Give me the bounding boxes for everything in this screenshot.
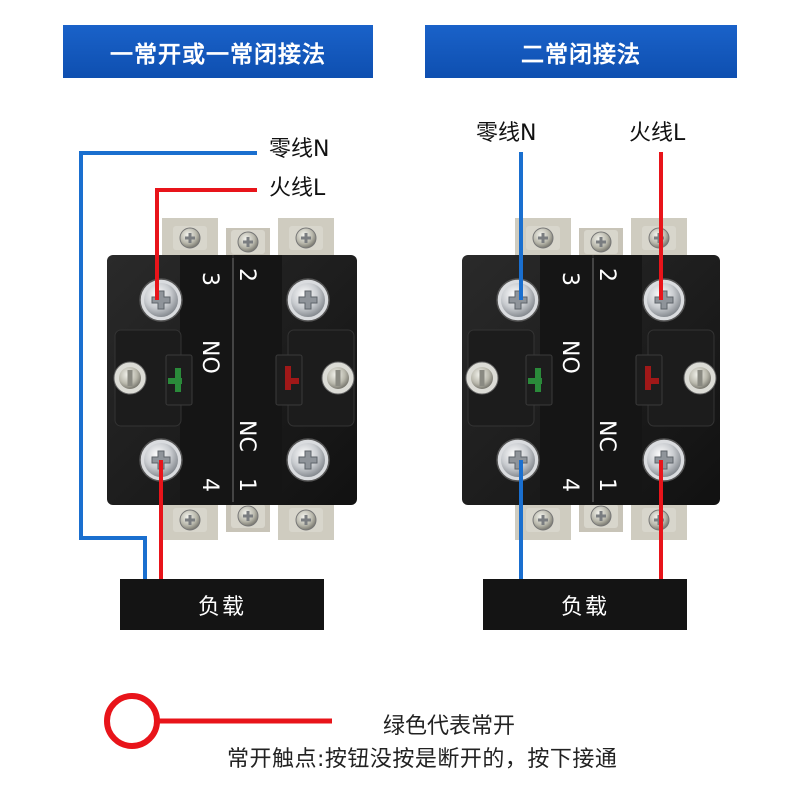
terminal-screw-2 [286,278,330,322]
live-label-left: 火线L [269,176,326,201]
legend-marker [104,693,332,749]
legend-title: 绿色代表常开 [383,714,516,739]
terminal-label-4-right: 4 [557,478,582,492]
legend-description: 常开触点:按钮没按是断开的，按下接通 [227,747,618,772]
terminal-screw-1 [286,438,330,482]
terminal-label-2-right: 2 [594,268,619,282]
live-wire-left-top [155,188,257,300]
side-screw-right [321,361,355,395]
mounting-hardware-top [162,218,334,258]
mounting-hardware-top-right [515,218,687,258]
neutral-wire-left [79,151,257,580]
side-screw-left-r [465,361,499,395]
no-label: NO [197,340,222,374]
terminal-label-3-right: 3 [557,272,582,286]
contact-block-right: 3 NO 2 NC 4 1 [462,152,720,580]
load-box-left: 负载 [120,579,324,630]
terminal-screw-3 [139,278,183,322]
neutral-label-left: 零线N [269,137,330,162]
side-screw-left [113,361,147,395]
terminal-screw-1-right [642,438,686,482]
terminal-screw-4-right [496,438,540,482]
legend-circle-icon [104,693,160,749]
left-panel-title: 一常开或一常闭接法 [63,25,373,78]
terminal-label-1: 1 [234,478,259,492]
terminal-screw-3-right [496,278,540,322]
terminal-label-2: 2 [234,268,259,282]
terminal-label-1-right: 1 [594,478,619,492]
mounting-hardware-bottom [162,500,334,540]
nc-label: NC [234,420,259,452]
contact-block-left: 3 NO 2 NC 4 1 [79,151,357,580]
side-screw-right-r [683,361,717,395]
nc-label-right: NC [594,420,619,452]
right-panel-title: 二常闭接法 [425,25,737,78]
neutral-label-right: 零线N [476,121,537,146]
terminal-screw-2-right [642,278,686,322]
terminal-label-4: 4 [197,478,222,492]
terminal-label-3: 3 [197,272,222,286]
no-label-right: NO [557,340,582,374]
live-label-right: 火线L [629,121,686,146]
load-box-right: 负载 [483,579,687,630]
